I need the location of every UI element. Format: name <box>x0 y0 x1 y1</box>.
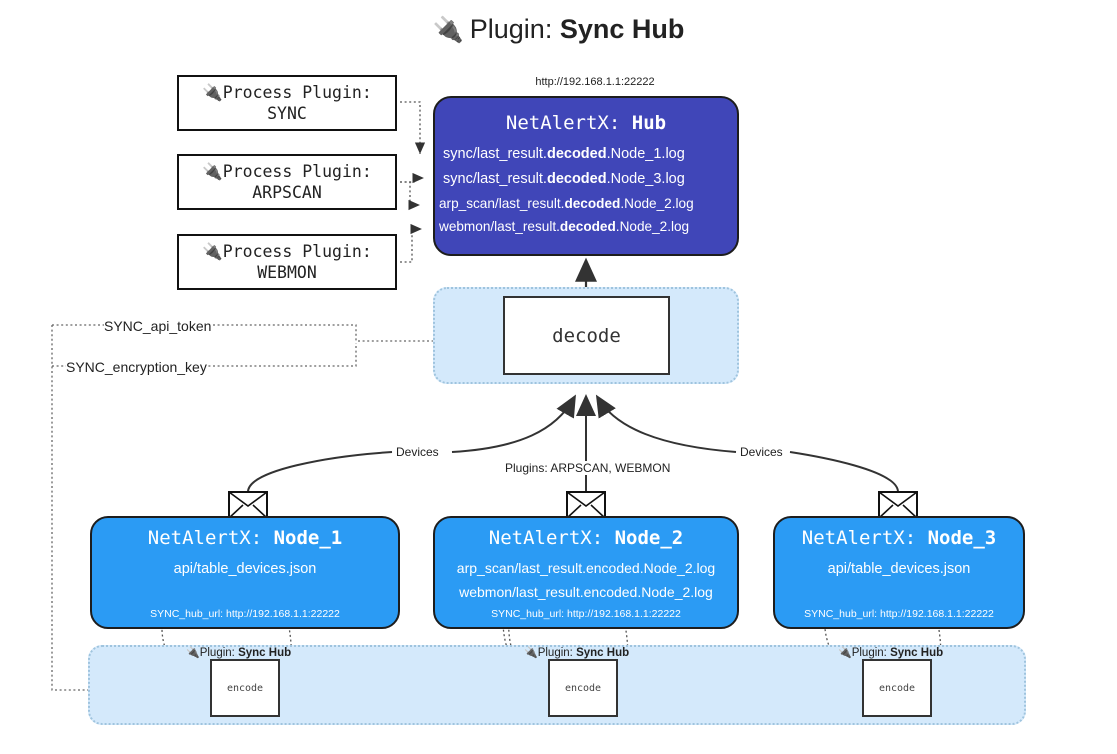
node-1[interactable]: NetAlertX: Node_1 api/table_devices.json… <box>90 516 400 629</box>
process-plugin-label: Process Plugin: <box>222 82 372 102</box>
hub-title: NetAlertX: Hub <box>435 112 737 134</box>
encoder-plugin-label-3: 🔌Plugin: Sync Hub <box>838 647 944 659</box>
plug-icon: 🔌 <box>432 16 464 44</box>
page-title: 🔌Plugin: Sync Hub <box>0 14 1117 45</box>
edge-label-devices-left: Devices <box>396 445 439 459</box>
hub-log-line: sync/last_result.decoded.Node_1.log <box>443 146 685 162</box>
plug-icon: 🔌 <box>186 647 200 659</box>
node-hub-url: SYNC_hub_url: http://192.168.1.1:22222 <box>150 608 340 620</box>
node-2[interactable]: NetAlertX: Node_2 arp_scan/last_result.e… <box>433 516 739 629</box>
process-plugin-name: SYNC <box>267 104 307 123</box>
encoder-plugin-label-1: 🔌Plugin: Sync Hub <box>186 647 292 659</box>
node-hub-url: SYNC_hub_url: http://192.168.1.1:22222 <box>804 608 994 620</box>
node-artifact: webmon/last_result.encoded.Node_2.log <box>459 583 713 600</box>
hub-log-line: sync/last_result.decoded.Node_3.log <box>443 170 685 187</box>
hub-log-line: webmon/last_result.decoded.Node_2.log <box>439 219 690 235</box>
process-plugin-arpscan[interactable]: 🔌Process Plugin: ARPSCAN <box>177 154 397 210</box>
hub-url-label: http://192.168.1.1:22222 <box>535 76 655 88</box>
process-plugin-name: ARPSCAN <box>252 183 322 202</box>
process-plugin-webmon[interactable]: 🔌Process Plugin: WEBMON <box>177 234 397 290</box>
envelope-icon <box>566 491 606 519</box>
process-plugin-label: Process Plugin: <box>222 161 372 181</box>
plug-icon: 🔌 <box>838 647 852 659</box>
edge-label-devices-right: Devices <box>740 445 783 459</box>
plug-icon: 🔌 <box>202 241 223 261</box>
node-title: NetAlertX: Node_1 <box>147 527 343 549</box>
envelope-icon <box>228 491 268 519</box>
page-title-prefix: Plugin: <box>469 14 553 44</box>
hub-node[interactable]: NetAlertX: Hub sync/last_result.decoded.… <box>433 96 739 256</box>
hub-log-line: arp_scan/last_result.decoded.Node_2.log <box>439 195 694 211</box>
plug-icon: 🔌 <box>202 82 223 102</box>
envelope-icon <box>878 491 918 519</box>
node-hub-url: SYNC_hub_url: http://192.168.1.1:22222 <box>491 608 681 620</box>
process-plugin-name: WEBMON <box>257 263 317 282</box>
hub-title-prefix: NetAlertX: <box>505 112 621 134</box>
encode-box-1[interactable]: encode <box>210 659 280 717</box>
edge-label-plugins: Plugins: ARPSCAN, WEBMON <box>505 461 671 475</box>
hub-title-name: Hub <box>631 112 667 134</box>
encode-box-3[interactable]: encode <box>862 659 932 717</box>
plug-icon: 🔌 <box>202 161 223 181</box>
process-plugin-sync[interactable]: 🔌Process Plugin: SYNC <box>177 75 397 131</box>
node-3[interactable]: NetAlertX: Node_3 api/table_devices.json… <box>773 516 1025 629</box>
process-plugin-label: Process Plugin: <box>222 241 372 261</box>
sync-api-token-label: SYNC_api_token <box>104 318 212 334</box>
node-title: NetAlertX: Node_2 <box>488 527 684 549</box>
encoder-plugin-label-2: 🔌Plugin: Sync Hub <box>524 647 630 659</box>
node-artifact: api/table_devices.json <box>173 561 317 577</box>
node-title: NetAlertX: Node_3 <box>801 527 997 549</box>
encode-box-2[interactable]: encode <box>548 659 618 717</box>
decode-box[interactable]: decode <box>503 296 670 375</box>
node-artifact: api/table_devices.json <box>827 561 971 577</box>
sync-encryption-key-label: SYNC_encryption_key <box>66 359 207 375</box>
node-artifact: arp_scan/last_result.encoded.Node_2.log <box>456 560 716 576</box>
plug-icon: 🔌 <box>524 647 538 659</box>
page-title-name: Sync Hub <box>559 14 685 44</box>
